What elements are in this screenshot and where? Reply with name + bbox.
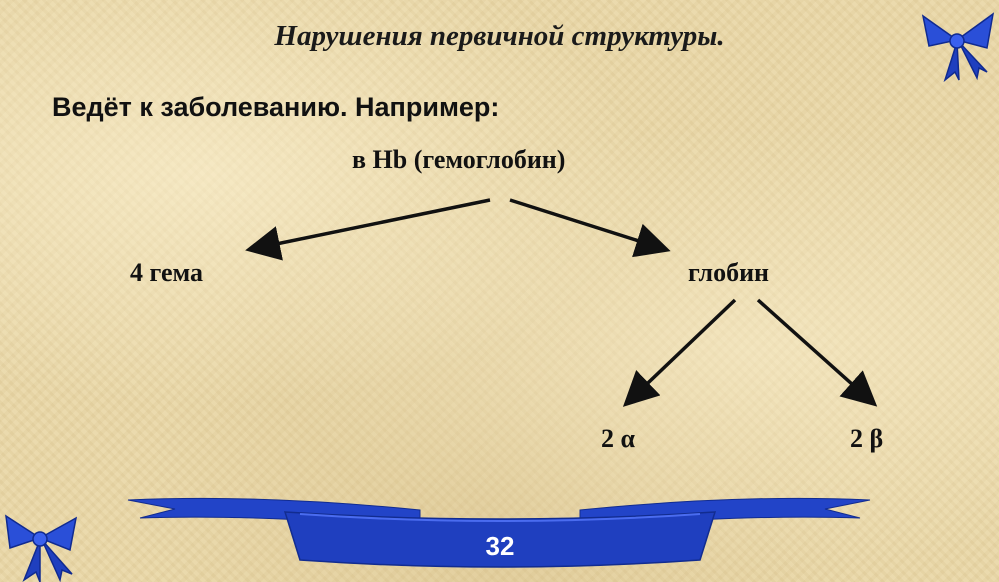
slide-title: Нарушения первичной структуры.: [274, 20, 725, 52]
node-beta-chains: 2 β: [850, 424, 884, 453]
ribbon-bow-icon: [5, 514, 78, 582]
ribbon-bow-icon: [921, 12, 995, 82]
slide-subtitle: Ведёт к заболеванию. Например:: [52, 92, 500, 122]
node-globin: глобин: [688, 258, 770, 287]
node-heme: 4 гема: [130, 258, 204, 287]
arrow-to-alpha: [622, 298, 737, 407]
node-alpha-chains: 2 α: [601, 424, 636, 453]
arrow-to-beta: [756, 298, 878, 407]
arrow-to-heme: [245, 198, 491, 261]
arrow-to-globin: [509, 198, 671, 258]
node-hemoglobin: в Hb (гемоглобин): [352, 145, 566, 174]
page-number: 32: [485, 531, 515, 561]
